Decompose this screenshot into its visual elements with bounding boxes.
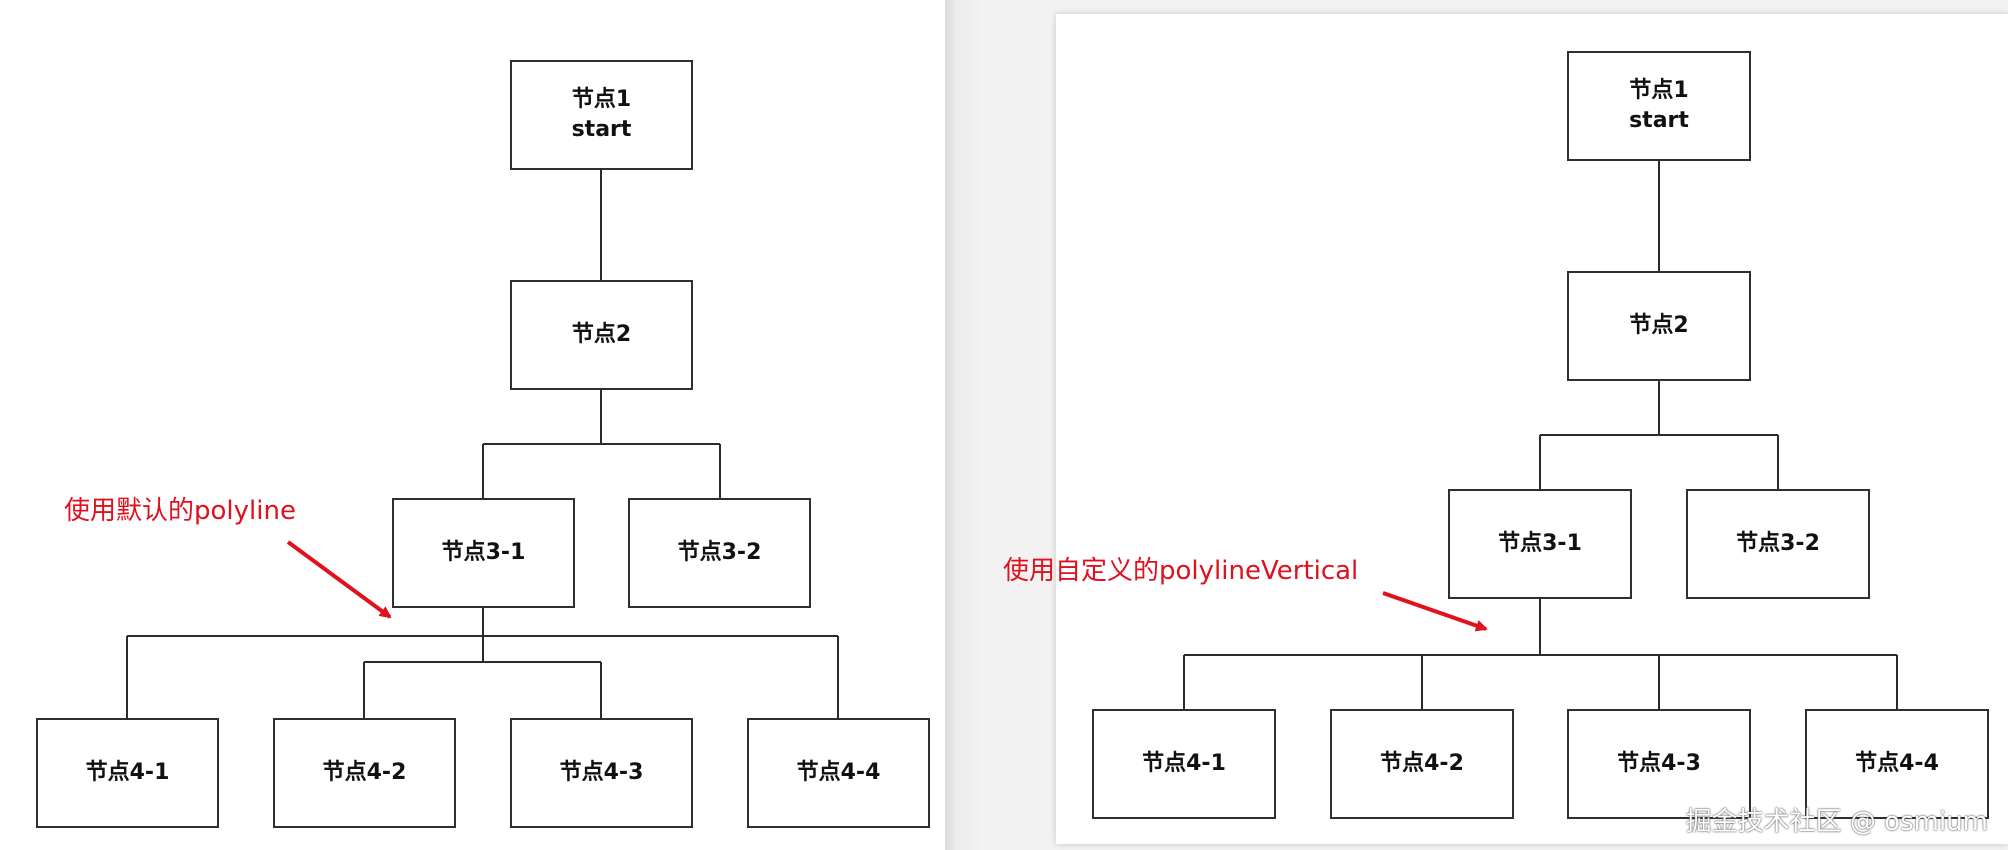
left-diagram-panel: 节点1 start 节点2 节点3-1 节点3-2 节点4-1 节点4-2 节点… [0, 0, 945, 850]
node-4-3-label: 节点4-3 [1617, 751, 1701, 777]
node-4-3-label: 节点4-3 [559, 760, 644, 786]
node-4-4: 节点4-4 [1805, 709, 1989, 819]
node-4-2-label: 节点4-2 [322, 760, 407, 786]
annotation-arrow-right [1382, 591, 1488, 632]
node-3-1: 节点3-1 [392, 498, 575, 608]
node-1-label: 节点1 [571, 87, 632, 113]
node-4-2-label: 节点4-2 [1380, 751, 1464, 777]
annotation-arrow-left [286, 540, 392, 619]
node-1-label: 节点1 [1629, 78, 1689, 104]
node-3-2: 节点3-2 [628, 498, 811, 608]
node-4-1-label: 节点4-1 [85, 760, 170, 786]
node-2-label: 节点2 [1629, 313, 1689, 339]
node-3-2-label: 节点3-2 [677, 540, 762, 566]
node-3-1-label: 节点3-1 [441, 540, 526, 566]
node-1: 节点1 start [510, 60, 693, 170]
node-4-1: 节点4-1 [1092, 709, 1276, 819]
right-diagram-panel: 节点1 start 节点2 节点3-1 节点3-2 节点4-1 节点4-2 节点… [1003, 14, 2008, 844]
node-1-sublabel: start [1629, 108, 1689, 133]
node-3-1: 节点3-1 [1448, 489, 1632, 599]
node-1-sublabel: start [571, 117, 632, 142]
node-2: 节点2 [510, 280, 693, 390]
node-3-2: 节点3-2 [1686, 489, 1870, 599]
node-2: 节点2 [1567, 271, 1751, 381]
node-4-3: 节点4-3 [1567, 709, 1751, 819]
node-4-1: 节点4-1 [36, 718, 219, 828]
node-4-3: 节点4-3 [510, 718, 693, 828]
node-3-1-label: 节点3-1 [1498, 531, 1582, 557]
right-connectors [1183, 161, 1898, 709]
node-4-2: 节点4-2 [273, 718, 456, 828]
annotation-label-right: 使用自定义的polylineVertical [1003, 556, 1359, 586]
node-1: 节点1 start [1567, 51, 1751, 161]
node-4-2: 节点4-2 [1330, 709, 1514, 819]
node-4-4-label: 节点4-4 [1855, 751, 1939, 777]
watermark: 掘金技术社区 @ osmium [1685, 807, 1988, 837]
node-2-label: 节点2 [571, 322, 632, 348]
left-connectors [126, 170, 839, 718]
node-3-2-label: 节点3-2 [1736, 531, 1820, 557]
node-4-1-label: 节点4-1 [1142, 751, 1226, 777]
node-4-4: 节点4-4 [747, 718, 930, 828]
annotation-label-left: 使用默认的polyline [64, 496, 296, 526]
node-4-4-label: 节点4-4 [796, 760, 881, 786]
